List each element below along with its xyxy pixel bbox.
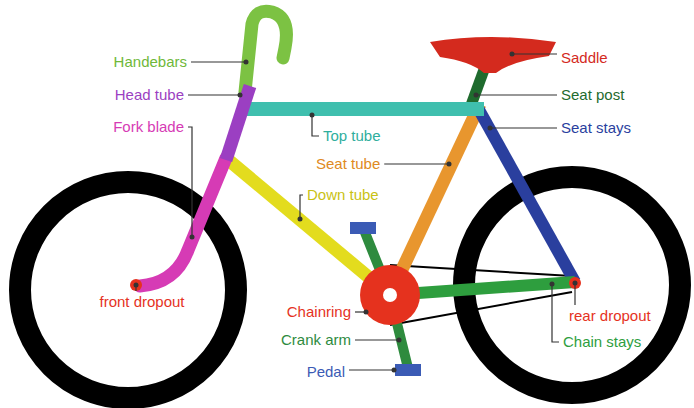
leader-dot (510, 52, 515, 57)
part-label: Down tube (306, 186, 380, 204)
top-tube (238, 102, 484, 116)
head-tube (226, 86, 250, 160)
part-label: Pedal (306, 363, 346, 381)
chain (390, 265, 572, 276)
leader-line (312, 115, 319, 136)
leader-line (300, 195, 303, 219)
leader-line (355, 339, 399, 340)
part-label: Chainring (286, 303, 352, 321)
part-label: Chain stays (562, 333, 642, 351)
leader-line (490, 127, 557, 128)
down-tube (226, 158, 390, 295)
part-label: Seat post (560, 86, 625, 104)
leader-dot (474, 93, 479, 98)
leader-line (384, 163, 449, 164)
leader-dot (310, 113, 315, 118)
part-label: Crank arm (280, 331, 352, 349)
leader-line (476, 94, 557, 95)
leader-line (552, 284, 559, 342)
part-label: Head tube (114, 86, 185, 104)
part-label: Top tube (322, 127, 382, 145)
part-label: Seat stays (560, 119, 632, 137)
fork-blade (140, 158, 226, 286)
leader-dot (190, 235, 195, 240)
leader-line (188, 127, 192, 237)
part-label: Handebars (113, 53, 188, 71)
leader-dot (364, 310, 369, 315)
saddle (430, 37, 556, 73)
leader-dot (392, 368, 397, 373)
leader-line (188, 94, 240, 95)
part-label: rear dropout (568, 307, 652, 325)
leader-dot (244, 60, 249, 65)
leader-dot (550, 282, 555, 287)
leader-dot (134, 283, 139, 288)
seat-stays (478, 108, 575, 282)
handlebars (245, 11, 286, 92)
part-label: Saddle (560, 49, 609, 67)
part-label: Seat tube (315, 155, 381, 173)
leader-line (191, 61, 246, 62)
leader-dot (447, 162, 452, 167)
part-label: front dropout (98, 293, 185, 311)
leader-dot (238, 93, 243, 98)
leader-dot (573, 281, 578, 286)
bottom-bracket (383, 288, 397, 302)
leader-dot (397, 338, 402, 343)
pedal (350, 222, 376, 234)
chainring (360, 265, 420, 325)
leader-line (574, 283, 575, 305)
leader-dot (298, 217, 303, 222)
part-label: Fork blade (112, 118, 185, 136)
leader-dot (488, 126, 493, 131)
leader-line (512, 53, 557, 54)
front-dropout (130, 279, 142, 291)
pedal (395, 364, 421, 376)
leader-line (349, 369, 394, 370)
seat-tube (390, 104, 480, 295)
